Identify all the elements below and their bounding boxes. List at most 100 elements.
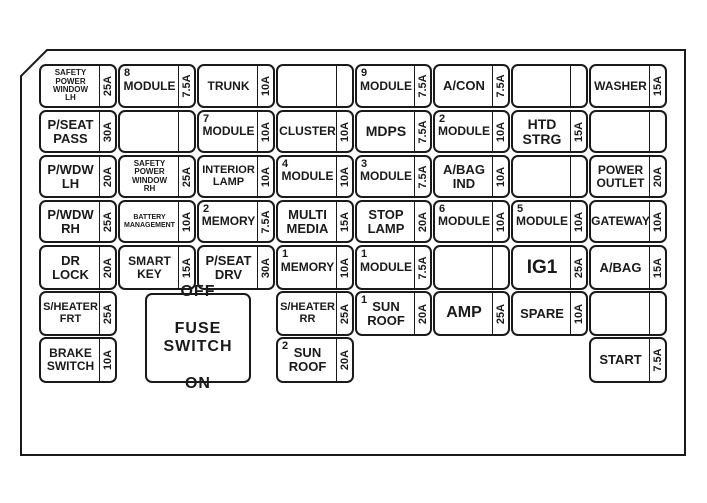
- fuse-label-box: MDPS: [359, 112, 413, 151]
- fuse-37: [433, 245, 510, 290]
- fuse-label-box: SAFETY POWER WINDOW RH: [122, 157, 177, 196]
- fuse-rating: 30A: [101, 121, 114, 142]
- fuse-rating-box: 30A: [257, 247, 273, 288]
- fuse-rating: 15A: [180, 257, 193, 278]
- fuse-label: MDPS: [365, 123, 407, 140]
- fuse-rating: 10A: [338, 257, 351, 278]
- fuse-label: P/WDW LH: [47, 161, 94, 191]
- fuse-label-box: OFF FUSE SWITCH ON: [149, 283, 247, 392]
- fuse-rating-box: [336, 66, 352, 106]
- fuse-2: TRUNK 10A: [197, 64, 275, 108]
- fuse-label-box: MODULE: [359, 157, 413, 196]
- fuse-label-box: START: [593, 339, 648, 381]
- fuse-label-box: P/SEAT DRV: [201, 247, 256, 288]
- fuse-label-box: WASHER: [593, 66, 648, 106]
- fuse-label: POWER OUTLET: [596, 162, 645, 190]
- fuse-rating-box: [570, 157, 586, 196]
- fuse-label-box: S/HEATER FRT: [43, 293, 98, 334]
- fuse-rating: 10A: [572, 211, 585, 232]
- fuse-label-box: MODULE: [359, 66, 413, 106]
- fuse-rating-box: 7.5A: [257, 202, 273, 241]
- fuse-rating: 7.5A: [416, 164, 429, 189]
- fuse-rating-box: 25A: [99, 202, 115, 241]
- fuse-label-box: SUN ROOF: [280, 339, 335, 381]
- fuse-label: MODULE: [360, 169, 412, 184]
- fuse-rating: 10A: [259, 166, 272, 187]
- fuse-label: CLUSTER: [279, 124, 336, 139]
- fuse-label-box: INTERIOR LAMP: [201, 157, 256, 196]
- fuse-label-box: MEMORY: [280, 247, 335, 288]
- fuse-number: 6: [439, 203, 446, 215]
- fuse-3: [276, 64, 354, 108]
- fuse-label: BATTERY MANAGEMENT: [124, 214, 175, 229]
- fuse-rating: 10A: [651, 211, 664, 232]
- fuse-rating: 7.5A: [180, 74, 193, 98]
- fuse-label-box: HTD STRG: [515, 112, 569, 151]
- fuse-label-box: P/WDW RH: [43, 202, 98, 241]
- fuse-number: 3: [361, 158, 368, 170]
- fuse-label-box: STOP LAMP: [359, 202, 413, 241]
- fuse-label-box: SUN ROOF: [359, 293, 413, 334]
- fuse-label: BRAKE SWITCH: [46, 346, 95, 373]
- fuse-label: MODULE: [438, 214, 490, 229]
- fuse-number: 5: [517, 203, 524, 215]
- fuse-rating: 25A: [101, 75, 114, 97]
- fuse-label: WASHER: [594, 78, 647, 93]
- fuse-rating-box: 7.5A: [414, 66, 430, 106]
- fuse-rating: 10A: [259, 75, 272, 97]
- fuse-rating-box: [649, 293, 665, 334]
- fuse-label: TRUNK: [207, 78, 250, 93]
- fuse-label: P/WDW RH: [47, 206, 94, 236]
- fuse-rating: 25A: [338, 303, 351, 324]
- fuse-label: MODULE: [516, 214, 568, 229]
- fuse-rating: 25A: [101, 211, 114, 232]
- fuse-label-box: A/CON: [437, 66, 491, 106]
- fuse-label: DR LOCK: [52, 252, 89, 282]
- fuse-label-box: TRUNK: [201, 66, 256, 106]
- fuse-rating-box: 10A: [570, 293, 586, 334]
- fuse-rating: 20A: [651, 166, 664, 187]
- fuse-9: [118, 110, 196, 153]
- fuse-rating: 10A: [101, 349, 114, 371]
- fuse-rating-box: 7.5A: [492, 66, 508, 106]
- fuse-label: SAFETY POWER WINDOW LH: [52, 68, 89, 103]
- fuse-24: P/WDW RH 25A: [39, 200, 117, 243]
- fuse-label: A/BAG: [599, 259, 642, 275]
- fuse-label: MULTI MEDIA: [286, 206, 329, 236]
- fuse-rating-box: 25A: [336, 293, 352, 334]
- fuse-rating-box: [492, 247, 508, 288]
- fuse-rating: 15A: [651, 257, 664, 278]
- fuse-rating-box: 7.5A: [649, 339, 665, 381]
- fuse-27: MULTI MEDIA 15A: [276, 200, 354, 243]
- fuse-rating: 15A: [338, 211, 351, 232]
- fuse-label: MEMORY: [280, 260, 335, 275]
- fuse-number: 2: [203, 203, 210, 215]
- fuse-rating: 20A: [416, 303, 429, 324]
- fuse-label: MODULE: [360, 78, 412, 93]
- fuse-rating-box: 10A: [492, 157, 508, 196]
- fuse-rating-box: 7.5A: [178, 66, 194, 106]
- fuse-rating-box: 15A: [570, 112, 586, 151]
- fuse-label-box: SMART KEY: [122, 247, 177, 288]
- fuse-label-box: MODULE: [359, 247, 413, 288]
- fuse-rating-box: 15A: [649, 66, 665, 106]
- fuse-rating-box: 10A: [570, 202, 586, 241]
- fuse-label: MODULE: [281, 169, 334, 184]
- fuse-label: INTERIOR LAMP: [202, 163, 255, 188]
- fuse-label-box: MODULE: [280, 157, 335, 196]
- fuse-rating-box: [178, 112, 194, 151]
